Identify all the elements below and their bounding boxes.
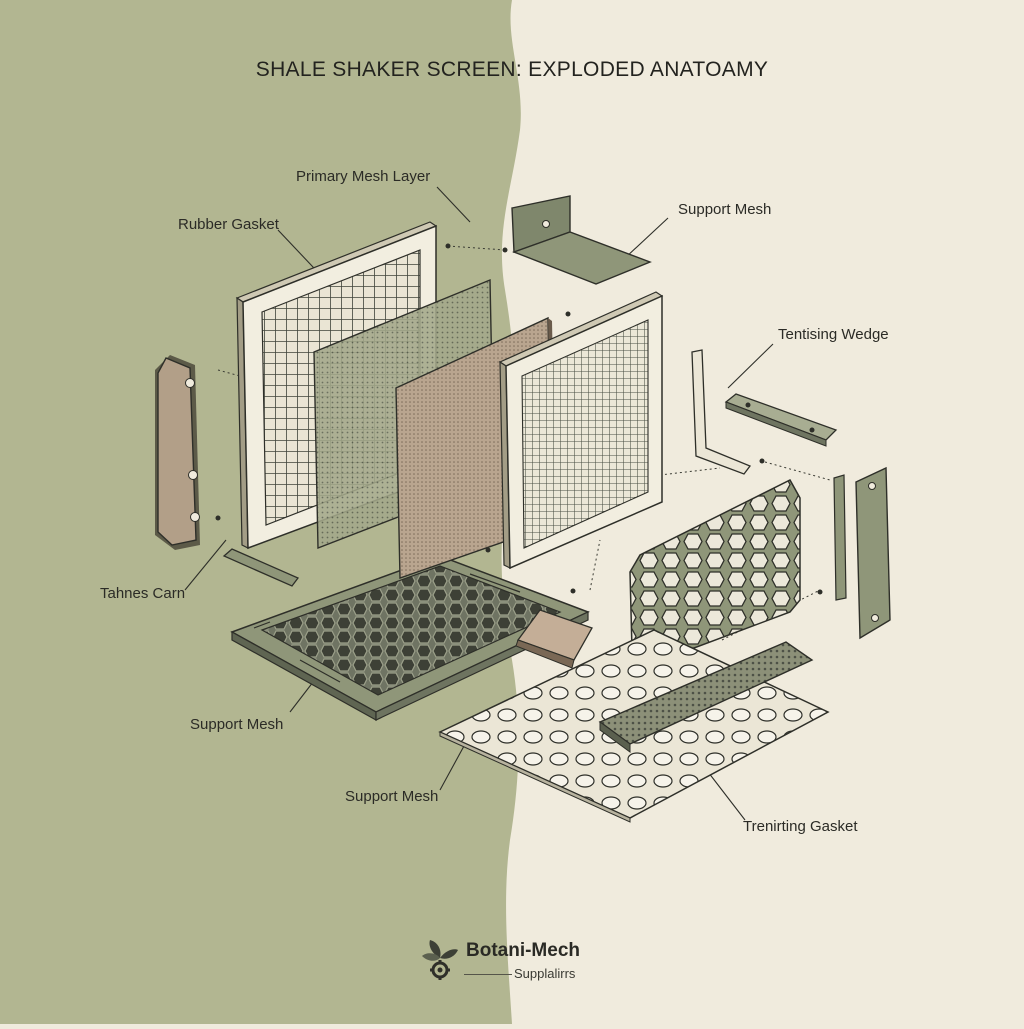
angle-bracket xyxy=(511,195,652,285)
tan-wedge-block xyxy=(515,609,593,669)
brand-divider xyxy=(464,974,512,975)
diagram-title: SHALE SHAKER SCREEN: EXPLODED ANATOAMY xyxy=(255,58,769,81)
tensioning-wedge-bar xyxy=(724,393,838,447)
guide-dots xyxy=(215,243,823,595)
tensioning-gasket-strip xyxy=(598,641,814,753)
label-primary-mesh-layer: Primary Mesh Layer xyxy=(296,168,431,185)
brand-name: Botani-Mech xyxy=(466,940,580,961)
left-side-bar xyxy=(155,355,200,550)
brand-subtitle: Supplalirrs xyxy=(514,966,576,981)
leaf-gear-icon xyxy=(422,940,458,980)
label-tensioning-gasket: Trenirting Gasket xyxy=(743,818,858,835)
label-tensioning-wedge: Tentising Wedge xyxy=(778,326,889,343)
fine-mesh-frame xyxy=(498,291,664,570)
label-support-mesh-left: Support Mesh xyxy=(190,716,284,733)
label-rubber-gasket: Rubber Gasket xyxy=(178,216,279,233)
l-bracket xyxy=(691,349,752,475)
label-support-mesh-bottom: Support Mesh xyxy=(345,788,439,805)
label-tahnes-cam: Tahnes Carn xyxy=(100,585,186,602)
brand-block: Botani-Mech Supplalirrs xyxy=(418,936,618,986)
label-support-mesh-top-right: Support Mesh xyxy=(678,201,772,218)
small-strip xyxy=(222,548,300,587)
right-side-bars xyxy=(833,466,891,640)
